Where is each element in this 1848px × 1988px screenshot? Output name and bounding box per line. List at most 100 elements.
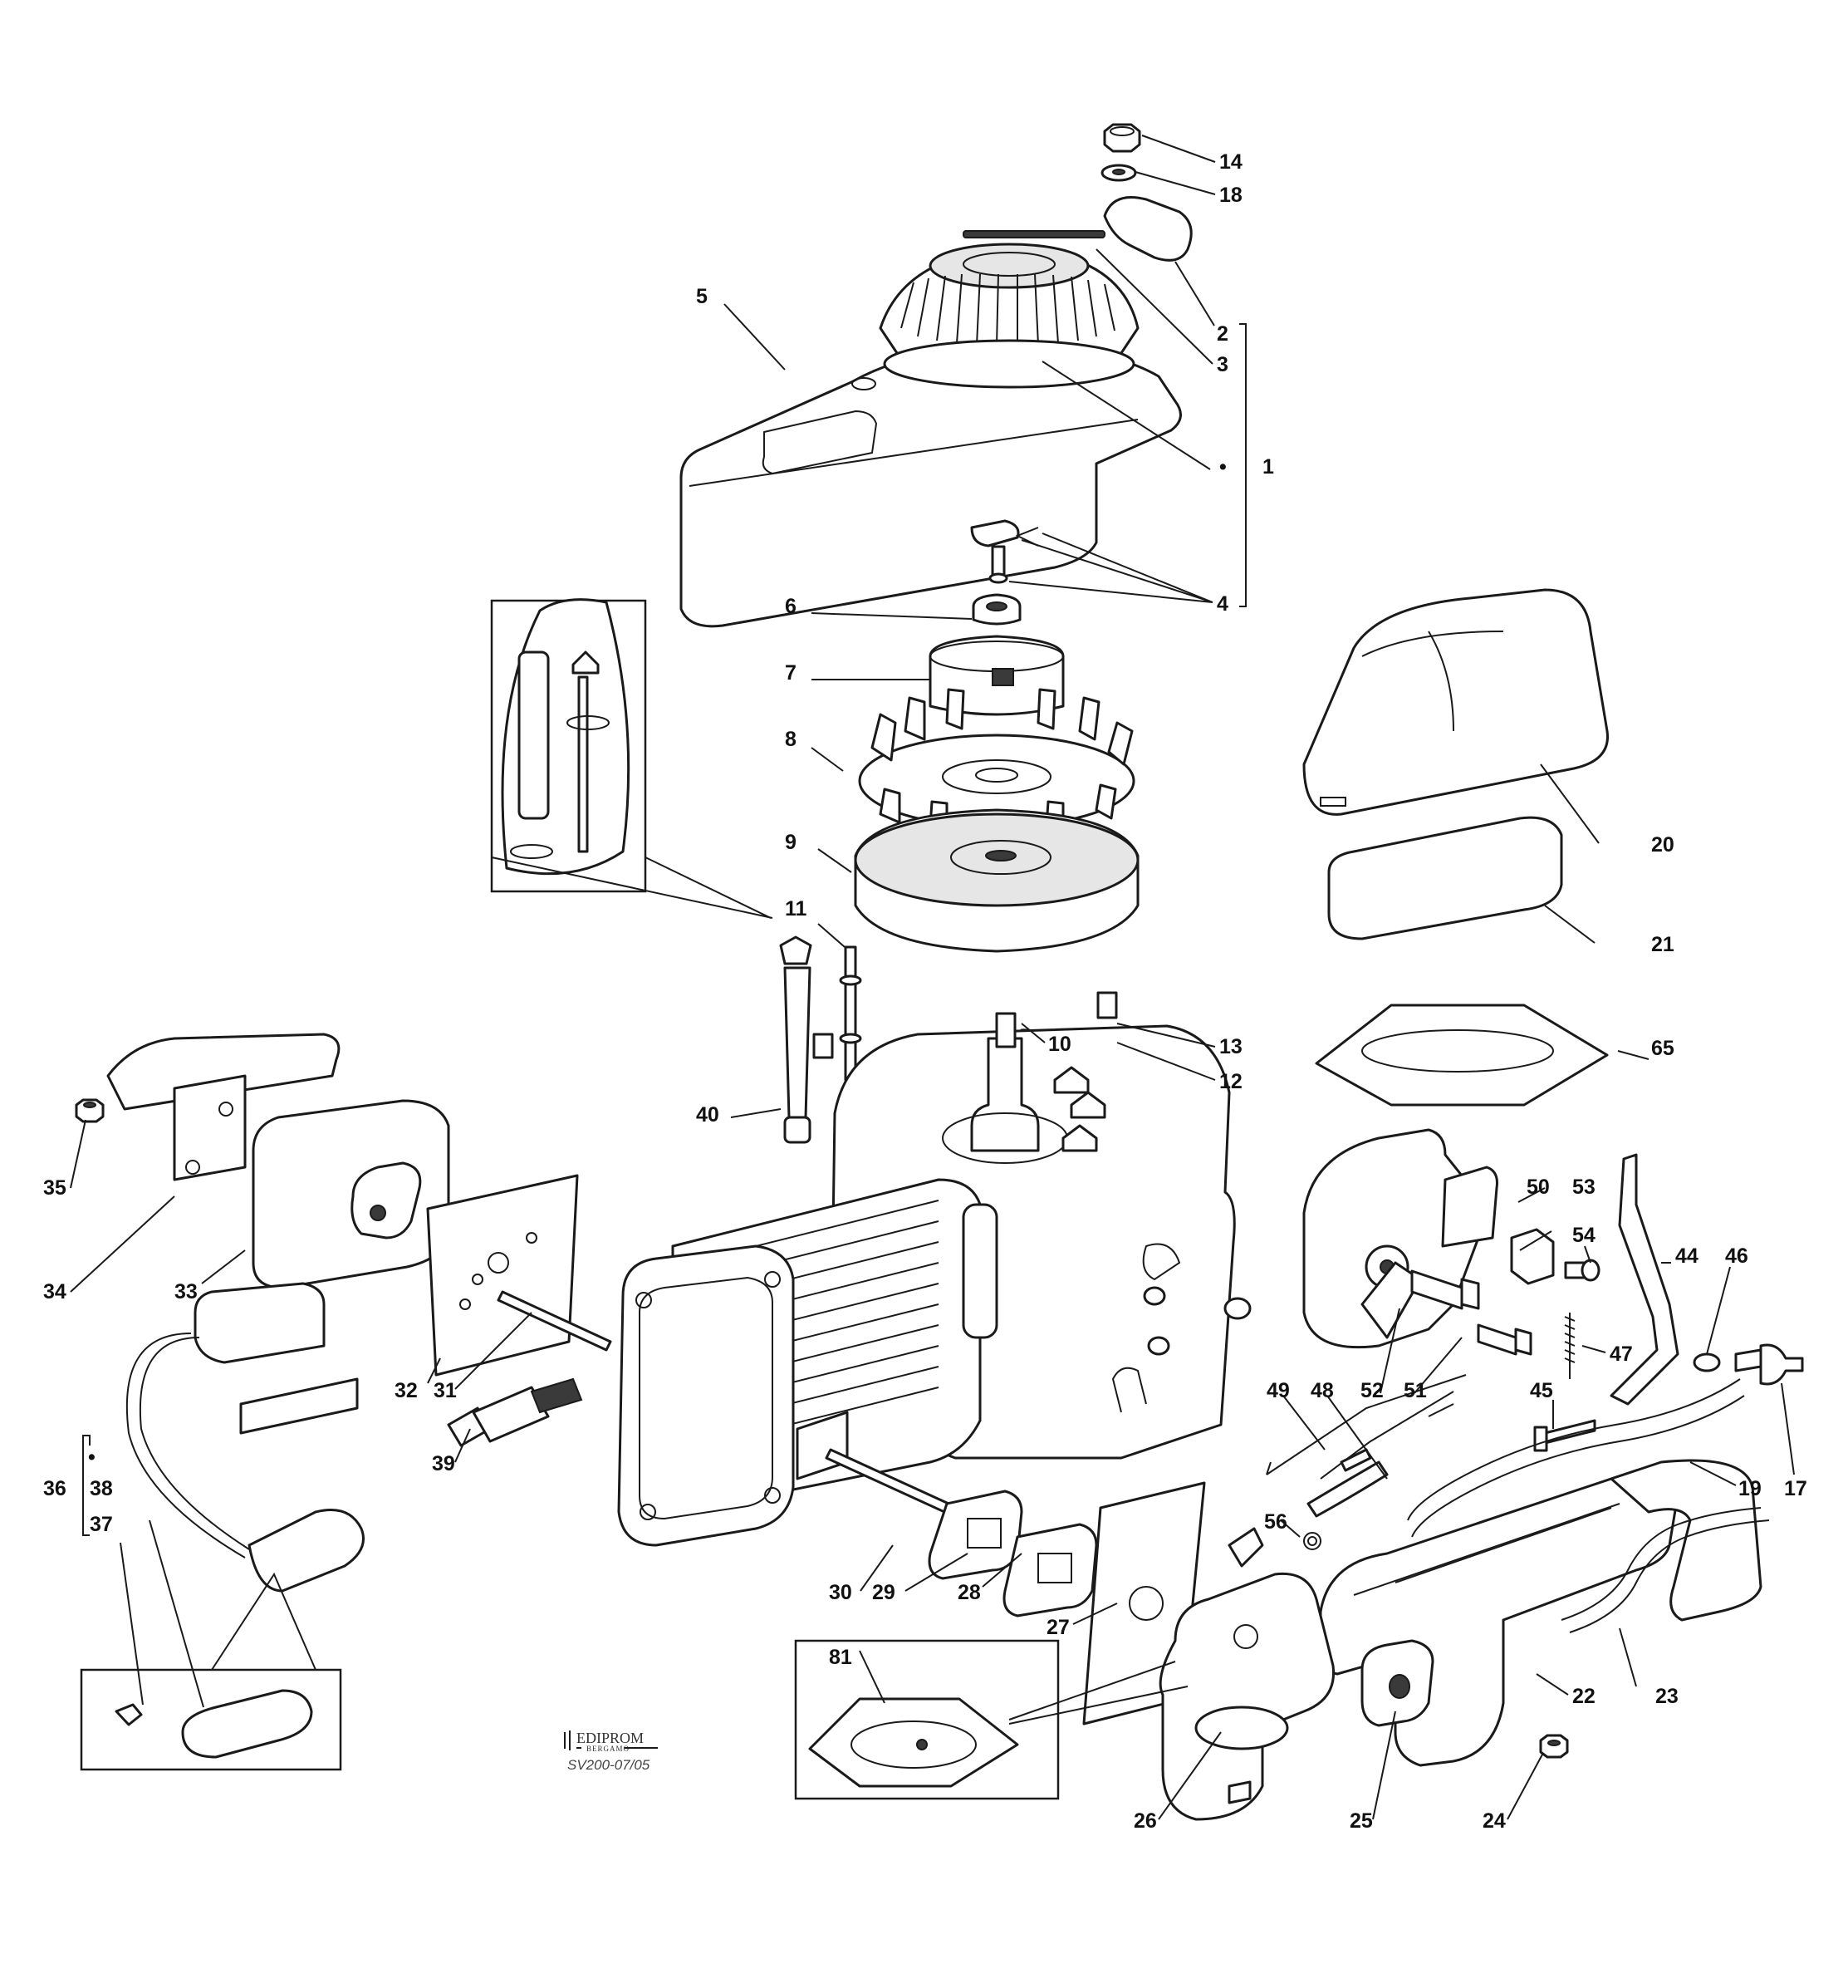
callout-51: 51 [1404, 1379, 1427, 1402]
part-exhaust-gasket-28 [1002, 1523, 1098, 1617]
figure-code: SV200-07/05 [567, 1757, 650, 1773]
callout-19: 19 [1738, 1477, 1762, 1500]
leader-lines [70, 135, 1795, 1820]
part-pawl-assembly [970, 519, 1039, 584]
callout-44: 44 [1675, 1244, 1698, 1268]
callout-6: 6 [785, 595, 797, 618]
part-muffler [252, 1099, 450, 1289]
part-fuel-hose-19 [1407, 1378, 1745, 1538]
callout-54: 54 [1572, 1224, 1596, 1247]
callout-10: 10 [1048, 1033, 1071, 1056]
bullet-kit-1: • [1219, 455, 1227, 479]
callout-38: 38 [90, 1477, 113, 1500]
part-hose-clamp-56 [1303, 1532, 1321, 1550]
callout-39: 39 [432, 1452, 455, 1475]
part-air-filter-element [1327, 816, 1563, 940]
part-muffler-guard [106, 1033, 341, 1181]
callout-28: 28 [958, 1581, 981, 1604]
callout-5: 5 [696, 285, 708, 308]
callout-9: 9 [785, 831, 797, 854]
callout-17: 17 [1784, 1477, 1807, 1500]
brand-logo-icon [564, 1730, 571, 1750]
part-governor-arm-44 [1610, 1153, 1679, 1406]
callout-33: 33 [174, 1280, 198, 1303]
part-recoil-starter [879, 243, 1140, 367]
callout-4: 4 [1217, 592, 1228, 616]
part-flywheel-nut [972, 593, 1022, 626]
callout-21: 21 [1651, 933, 1674, 956]
callout-36: 36 [43, 1477, 66, 1500]
callout-31: 31 [434, 1379, 457, 1402]
detail-box-dipstick [490, 598, 647, 893]
part-starter-nut [1103, 123, 1141, 153]
part-gasket-kit-65 [1315, 1004, 1609, 1107]
callout-13: 13 [1219, 1035, 1243, 1058]
callout-labels: 14 18 2 3 1 5 4 6 7 8 9 11 10 13 12 40 2… [43, 150, 1807, 1833]
callout-48: 48 [1311, 1379, 1334, 1402]
callout-81: 81 [829, 1646, 852, 1669]
callout-26: 26 [1134, 1809, 1157, 1833]
part-starter-washer [1100, 164, 1137, 182]
part-carburetor [1159, 1527, 1336, 1821]
part-throttle-bolt-51 [1410, 1269, 1532, 1356]
callout-35: 35 [43, 1176, 66, 1200]
part-spark-plug [447, 1377, 583, 1447]
callout-53: 53 [1572, 1176, 1596, 1199]
part-flywheel [854, 808, 1140, 953]
callout-22: 22 [1572, 1685, 1596, 1708]
callout-47: 47 [1610, 1343, 1633, 1366]
callout-18: 18 [1219, 184, 1243, 207]
part-clip-53 [1510, 1228, 1555, 1285]
part-fuel-cock-17 [1734, 1343, 1804, 1386]
callout-7: 7 [785, 661, 797, 685]
callout-49: 49 [1267, 1379, 1290, 1402]
part-heat-shield-plate [426, 1174, 579, 1377]
part-muffler-nut [75, 1098, 105, 1123]
callout-1: 1 [1262, 455, 1274, 479]
part-carb-gasket-25 [1360, 1639, 1434, 1727]
part-air-filter-cover [1302, 588, 1609, 816]
callout-14: 14 [1219, 150, 1243, 174]
part-fuel-hose-short [1306, 1460, 1389, 1518]
brand-name: EDIPROM [576, 1730, 644, 1746]
callout-8: 8 [785, 728, 797, 751]
brand-city: BERGAMO [586, 1745, 630, 1753]
callout-11: 11 [785, 897, 807, 920]
callout-24: 24 [1483, 1809, 1506, 1833]
callout-23: 23 [1655, 1685, 1679, 1708]
part-fuel-line-23 [1561, 1507, 1770, 1633]
callout-52: 52 [1360, 1379, 1384, 1402]
part-throttle-rod-48 [1320, 1391, 1454, 1480]
callout-56: 56 [1264, 1510, 1287, 1534]
callout-2: 2 [1217, 322, 1228, 346]
callout-27: 27 [1047, 1616, 1070, 1639]
part-governor-rod-49 [1266, 1374, 1467, 1475]
callout-25: 25 [1350, 1809, 1373, 1833]
callout-65: 65 [1651, 1037, 1674, 1060]
part-blower-housing [679, 339, 1182, 628]
part-ignition-coil [125, 1282, 365, 1593]
bullet-kit-36: • [88, 1446, 96, 1469]
detail-box-ignition [80, 1668, 342, 1771]
callout-34: 34 [43, 1280, 66, 1303]
part-spring-47 [1564, 1313, 1576, 1379]
detail-box-carb-kit [794, 1639, 1060, 1800]
part-nut-24 [1539, 1734, 1569, 1759]
callout-45: 45 [1530, 1379, 1553, 1402]
callout-3: 3 [1217, 353, 1228, 376]
callout-37: 37 [90, 1513, 113, 1536]
callout-46: 46 [1725, 1244, 1748, 1268]
part-nut-46 [1693, 1352, 1721, 1372]
callout-40: 40 [696, 1103, 719, 1127]
part-studs-11 [839, 945, 862, 1082]
callout-20: 20 [1651, 833, 1674, 857]
part-starter-handle [963, 196, 1193, 262]
part-dipstick-tube [779, 935, 834, 1144]
callout-30: 30 [829, 1581, 852, 1604]
callout-12: 12 [1219, 1070, 1243, 1093]
callout-50: 50 [1527, 1176, 1550, 1199]
brand-stamp: EDIPROM BERGAMO SV200-07/05 [564, 1730, 658, 1773]
callout-32: 32 [395, 1379, 418, 1402]
part-muffler-stud [497, 1290, 612, 1352]
